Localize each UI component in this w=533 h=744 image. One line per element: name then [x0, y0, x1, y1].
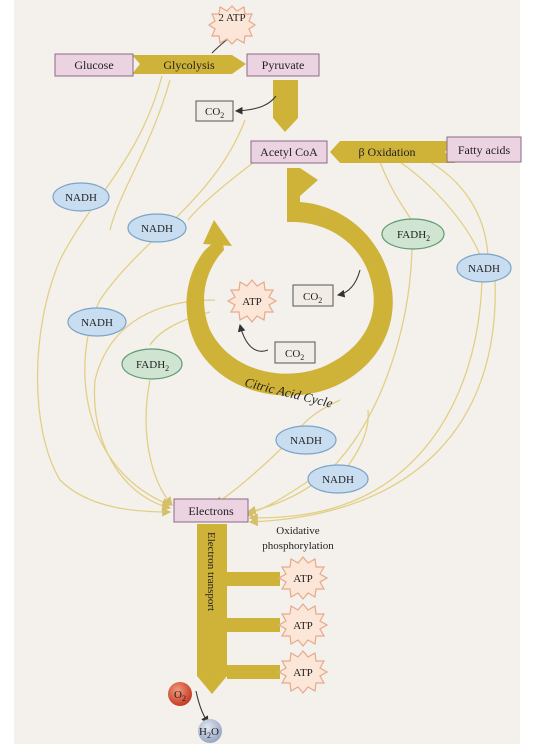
atp-et-label-3: ATP: [293, 667, 313, 679]
fadh2-label-left: FADH2: [136, 359, 169, 373]
nadh-oval-1: [52, 182, 110, 212]
electrons-label: Electrons: [188, 504, 234, 518]
carrier-ovals: NADH NADH FADH2 NADH NADH FADH2 NADH NAD…: [52, 182, 512, 494]
nadh-oval-2: [127, 213, 187, 243]
nadh-oval-3: [67, 307, 127, 337]
nadh-label-3: NADH: [81, 317, 113, 329]
electrons-box: [173, 498, 249, 523]
oxphos-label-line1: Oxidative: [276, 525, 319, 537]
nadh-label-2: NADH: [141, 223, 173, 235]
fatty-acids-box: [446, 136, 522, 163]
co2-boxes: CO2 CO2 CO2: [195, 100, 334, 364]
nadh-label-5: NADH: [322, 474, 354, 486]
atp-burst-top: [207, 5, 257, 45]
electron-transport-band: [197, 524, 227, 694]
electron-transport-label: Electron transport: [205, 532, 217, 611]
fatty-acids-label: Fatty acids: [458, 143, 511, 157]
fadh2-label-right: FADH2: [397, 229, 430, 243]
pyruvate-label: Pyruvate: [262, 58, 305, 72]
o2-sphere: [168, 682, 192, 706]
oxphos-label-line2: phosphorylation: [262, 540, 334, 552]
atp-top-label: 2 ATP: [218, 12, 245, 24]
citric-cycle-arrowhead: [203, 220, 232, 246]
glucose-label: Glucose: [74, 58, 113, 72]
glycolysis-arrow: [132, 55, 246, 74]
beta-oxidation-label: β Oxidation: [358, 145, 415, 159]
o2-label: O2: [174, 689, 186, 703]
atp-burst-cycle: [226, 279, 278, 323]
nadh-label-right: NADH: [468, 263, 500, 275]
fadh2-oval-right: [381, 218, 445, 250]
atp-burst-et-2: [277, 603, 329, 647]
co2-label-1: CO2: [205, 106, 224, 120]
co2-box-cycle-1: [292, 284, 334, 307]
co2-label-2: CO2: [303, 291, 322, 305]
oxygen-water: O2 H2O: [168, 682, 222, 743]
nadh-oval-5: [307, 464, 369, 494]
h2o-sphere: [198, 719, 222, 743]
co2-label-3: CO2: [285, 348, 304, 362]
glycolysis-label: Glycolysis: [163, 58, 215, 72]
glucose-box: [54, 53, 134, 77]
beta-oxidation-arrow: [330, 141, 455, 163]
fadh2-oval-left: [121, 348, 183, 380]
atp-bursts: 2 ATP ATP ATP ATP ATP: [207, 5, 329, 694]
pathway-bands: [132, 55, 455, 694]
atp-burst-et-3: [277, 650, 329, 694]
atp-burst-et-1: [277, 556, 329, 600]
atp-branch-1: [227, 572, 280, 586]
pyruvate-box: [246, 53, 320, 77]
h2o-label: H2O: [199, 726, 219, 740]
atp-cycle-label: ATP: [242, 296, 262, 308]
atp-et-label-2: ATP: [293, 620, 313, 632]
acetyl-coa-label: Acetyl CoA: [260, 145, 318, 159]
atp-et-label-1: ATP: [293, 573, 313, 585]
nadh-oval-right: [456, 253, 512, 283]
co2-box-pyruvate: [195, 100, 234, 122]
nadh-label-4: NADH: [290, 435, 322, 447]
co2-box-cycle-2: [274, 341, 316, 364]
nadh-label-1: NADH: [65, 192, 97, 204]
atp-branch-3: [227, 665, 280, 679]
nadh-oval-4: [275, 425, 337, 455]
pyruvate-to-acetylcoa-arrow: [273, 80, 298, 132]
metabolite-boxes: Glucose Glycolysis Pyruvate Acetyl CoA β…: [54, 53, 522, 523]
acetyl-coa-box: [250, 140, 328, 164]
atp-branch-2: [227, 618, 280, 632]
